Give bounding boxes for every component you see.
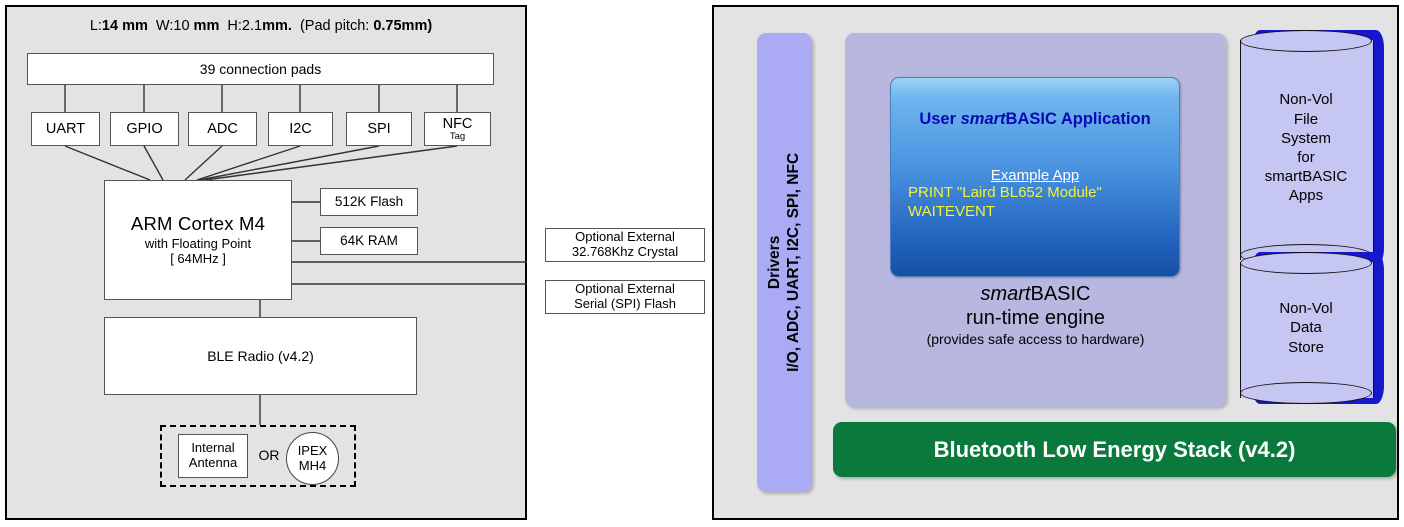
- memory-flash-block: 512K Flash: [320, 188, 418, 216]
- fs-line-4: for: [1297, 149, 1315, 166]
- connection-pads-box: 39 connection pads: [27, 53, 494, 85]
- ipex-line2: MH4: [298, 457, 327, 473]
- ds-line-1: Non-Vol: [1279, 300, 1333, 318]
- cylinder-bottom-ellipse: [1240, 382, 1372, 404]
- peripheral-nfc-label: NFC: [442, 116, 473, 133]
- peripheral-gpio-label: GPIO: [126, 120, 163, 137]
- cpu-fpu-label: with Floating Point: [144, 235, 252, 251]
- nonvol-file-system-cylinder: Non-Vol File System for smartBASIC Apps: [1240, 30, 1386, 266]
- spi-flash-line2: Serial (SPI) Flash: [574, 296, 676, 311]
- internal-antenna-line2: Antenna: [188, 455, 238, 470]
- runtime-note: (provides safe access to hardware): [926, 331, 1145, 347]
- example-app-heading: Example App: [990, 167, 1080, 184]
- peripheral-adc: ADC: [188, 112, 257, 146]
- peripheral-uart-label: UART: [45, 120, 86, 137]
- internal-antenna-block: Internal Antenna: [178, 434, 248, 478]
- module-dimensions-header: L:14 mm W:10 mm H:2.1mm. (Pad pitch: 0.7…: [0, 18, 522, 34]
- peripheral-spi: SPI: [346, 112, 412, 146]
- cpu-title: ARM Cortex M4: [130, 213, 266, 235]
- cpu-block: ARM Cortex M4 with Floating Point [ 64MH…: [104, 180, 292, 300]
- height-unit: mm.: [262, 18, 292, 34]
- antenna-option-group: [160, 425, 356, 487]
- pad-pitch-label: (Pad pitch:: [299, 18, 370, 34]
- optional-external-spi-flash-block: Optional External Serial (SPI) Flash: [545, 280, 705, 314]
- drivers-bar: Drivers I/O, ADC, UART, I2C, SPI, NFC: [757, 33, 812, 492]
- peripheral-adc-label: ADC: [207, 120, 238, 137]
- peripheral-nfc: NFC Tag: [424, 112, 491, 146]
- app-title-suffix: BASIC Application: [1005, 110, 1151, 128]
- cpu-clock-label: [ 64MHz ]: [170, 250, 226, 266]
- app-title-italic: smart: [960, 110, 1006, 128]
- nonvol-data-store-text: Non-Vol Data Store: [1240, 252, 1372, 404]
- memory-ram-block: 64K RAM: [320, 227, 418, 255]
- pad-pitch-value: 0.75mm): [373, 18, 433, 34]
- ble-stack-label: Bluetooth Low Energy Stack (v4.2): [933, 436, 1296, 462]
- ble-radio-block: BLE Radio (v4.2): [104, 317, 417, 395]
- spi-flash-line1: Optional External: [575, 281, 675, 297]
- user-application-title: User smartBASIC Application: [891, 110, 1179, 129]
- code-line-2: WAITEVENT: [908, 202, 995, 220]
- length-label: L:: [89, 18, 102, 34]
- runtime-title-italic: smart: [980, 283, 1031, 305]
- ble-radio-label: BLE Radio (v4.2): [207, 347, 314, 364]
- runtime-title: smartBASIC: [845, 283, 1226, 306]
- peripheral-gpio: GPIO: [110, 112, 179, 146]
- width-label: W:10: [155, 18, 190, 34]
- app-title-prefix: User: [919, 110, 961, 128]
- drivers-title: Drivers: [766, 235, 784, 290]
- ipex-line1: IPEX: [297, 443, 328, 459]
- drivers-bar-text: Drivers I/O, ADC, UART, I2C, SPI, NFC: [765, 153, 804, 372]
- optional-external-crystal-block: Optional External 32.768Khz Crystal: [545, 228, 705, 262]
- internal-antenna-line1: Internal: [191, 440, 235, 456]
- drivers-list: I/O, ADC, UART, I2C, SPI, NFC: [785, 152, 803, 373]
- fs-line-6: Apps: [1288, 187, 1324, 205]
- runtime-engine-caption: smartBASIC run-time engine (provides saf…: [845, 283, 1226, 347]
- cylinder-top-ellipse: [1240, 30, 1372, 52]
- runtime-subtitle: run-time engine: [966, 307, 1105, 329]
- bluetooth-low-energy-stack-bar: Bluetooth Low Energy Stack (v4.2): [833, 422, 1396, 477]
- fs-line-1: Non-Vol: [1279, 91, 1333, 109]
- peripheral-nfc-sublabel: Tag: [449, 131, 466, 143]
- fs-line-2: File: [1293, 110, 1319, 128]
- cylinder-body: [1240, 40, 1374, 260]
- peripheral-i2c-label: I2C: [289, 120, 312, 137]
- width-unit: mm: [193, 18, 220, 34]
- runtime-title-rest: BASIC: [1030, 283, 1091, 305]
- peripheral-i2c: I2C: [268, 112, 333, 146]
- peripheral-spi-label: SPI: [367, 120, 391, 137]
- nonvol-data-store-cylinder: Non-Vol Data Store: [1240, 252, 1386, 404]
- nonvol-file-system-text: Non-Vol File System for smartBASIC Apps: [1240, 30, 1372, 266]
- ipex-connector-block: IPEX MH4: [286, 432, 339, 485]
- memory-ram-label: 64K RAM: [340, 233, 398, 249]
- peripheral-uart: UART: [31, 112, 100, 146]
- code-line-1: PRINT "Laird BL652 Module": [908, 184, 1102, 201]
- memory-flash-label: 512K Flash: [334, 194, 404, 210]
- fs-line-3: System: [1280, 129, 1331, 147]
- ds-line-2: Data: [1290, 319, 1322, 337]
- cylinder-top-ellipse: [1240, 252, 1372, 274]
- user-application-box: User smartBASIC Application Example App …: [890, 77, 1180, 277]
- height-label: H:2.1: [227, 18, 263, 34]
- fs-line-5: smartBASIC: [1264, 168, 1348, 186]
- ds-line-3: Store: [1288, 338, 1324, 356]
- length-value: 14 mm: [101, 18, 148, 34]
- crystal-line1: Optional External: [575, 229, 675, 245]
- cylinder-body: [1240, 262, 1374, 398]
- connection-pads-label: 39 connection pads: [199, 60, 322, 77]
- crystal-line2: 32.768Khz Crystal: [571, 244, 679, 259]
- antenna-or-label: OR: [258, 447, 280, 463]
